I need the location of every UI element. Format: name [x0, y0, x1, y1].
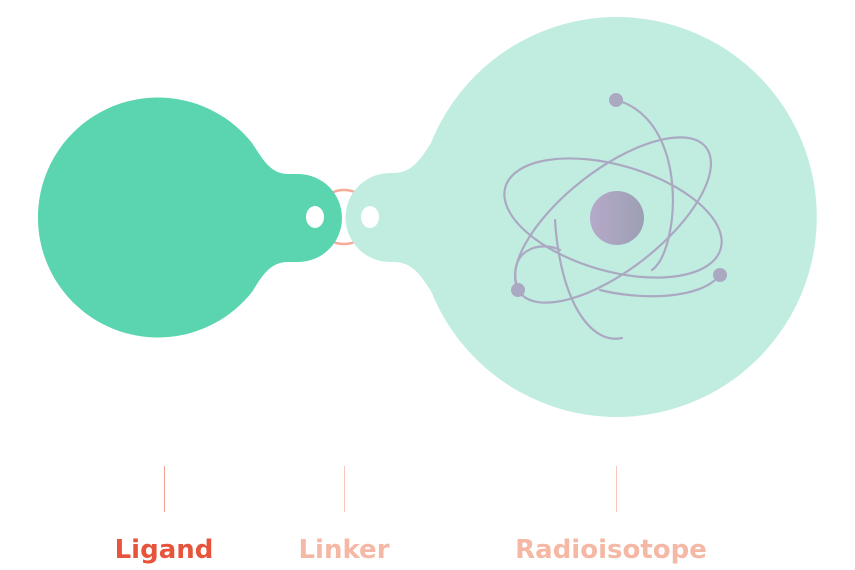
- linker-label: Linker: [298, 535, 390, 565]
- atom-orbit-3b: [553, 218, 624, 340]
- electron-top: [609, 93, 623, 107]
- radioisotope-shape: [345, 16, 817, 417]
- ligand-blob-icon: [37, 97, 342, 338]
- radioisotope-tick: [616, 466, 617, 512]
- atom-orbit-1: [503, 157, 723, 279]
- linker-tick: [344, 466, 345, 512]
- atom-orbit-5: [598, 273, 722, 298]
- ligand-hole: [306, 206, 324, 228]
- radioisotope-label: Radioisotope: [515, 535, 707, 565]
- atom-electrons: [511, 93, 727, 297]
- radioisotope-hole: [361, 206, 379, 228]
- electron-right: [713, 268, 727, 282]
- atom-icon: [503, 98, 723, 340]
- ligand-label: Ligand: [114, 535, 214, 565]
- ligand-tick: [164, 466, 165, 512]
- ligand-shape: [37, 97, 342, 338]
- electron-left: [511, 283, 525, 297]
- atom-orbit-4: [514, 245, 562, 292]
- radioisotope-blob: [345, 16, 817, 417]
- atom-nucleus: [590, 191, 644, 245]
- atom-orbit-3: [614, 98, 674, 272]
